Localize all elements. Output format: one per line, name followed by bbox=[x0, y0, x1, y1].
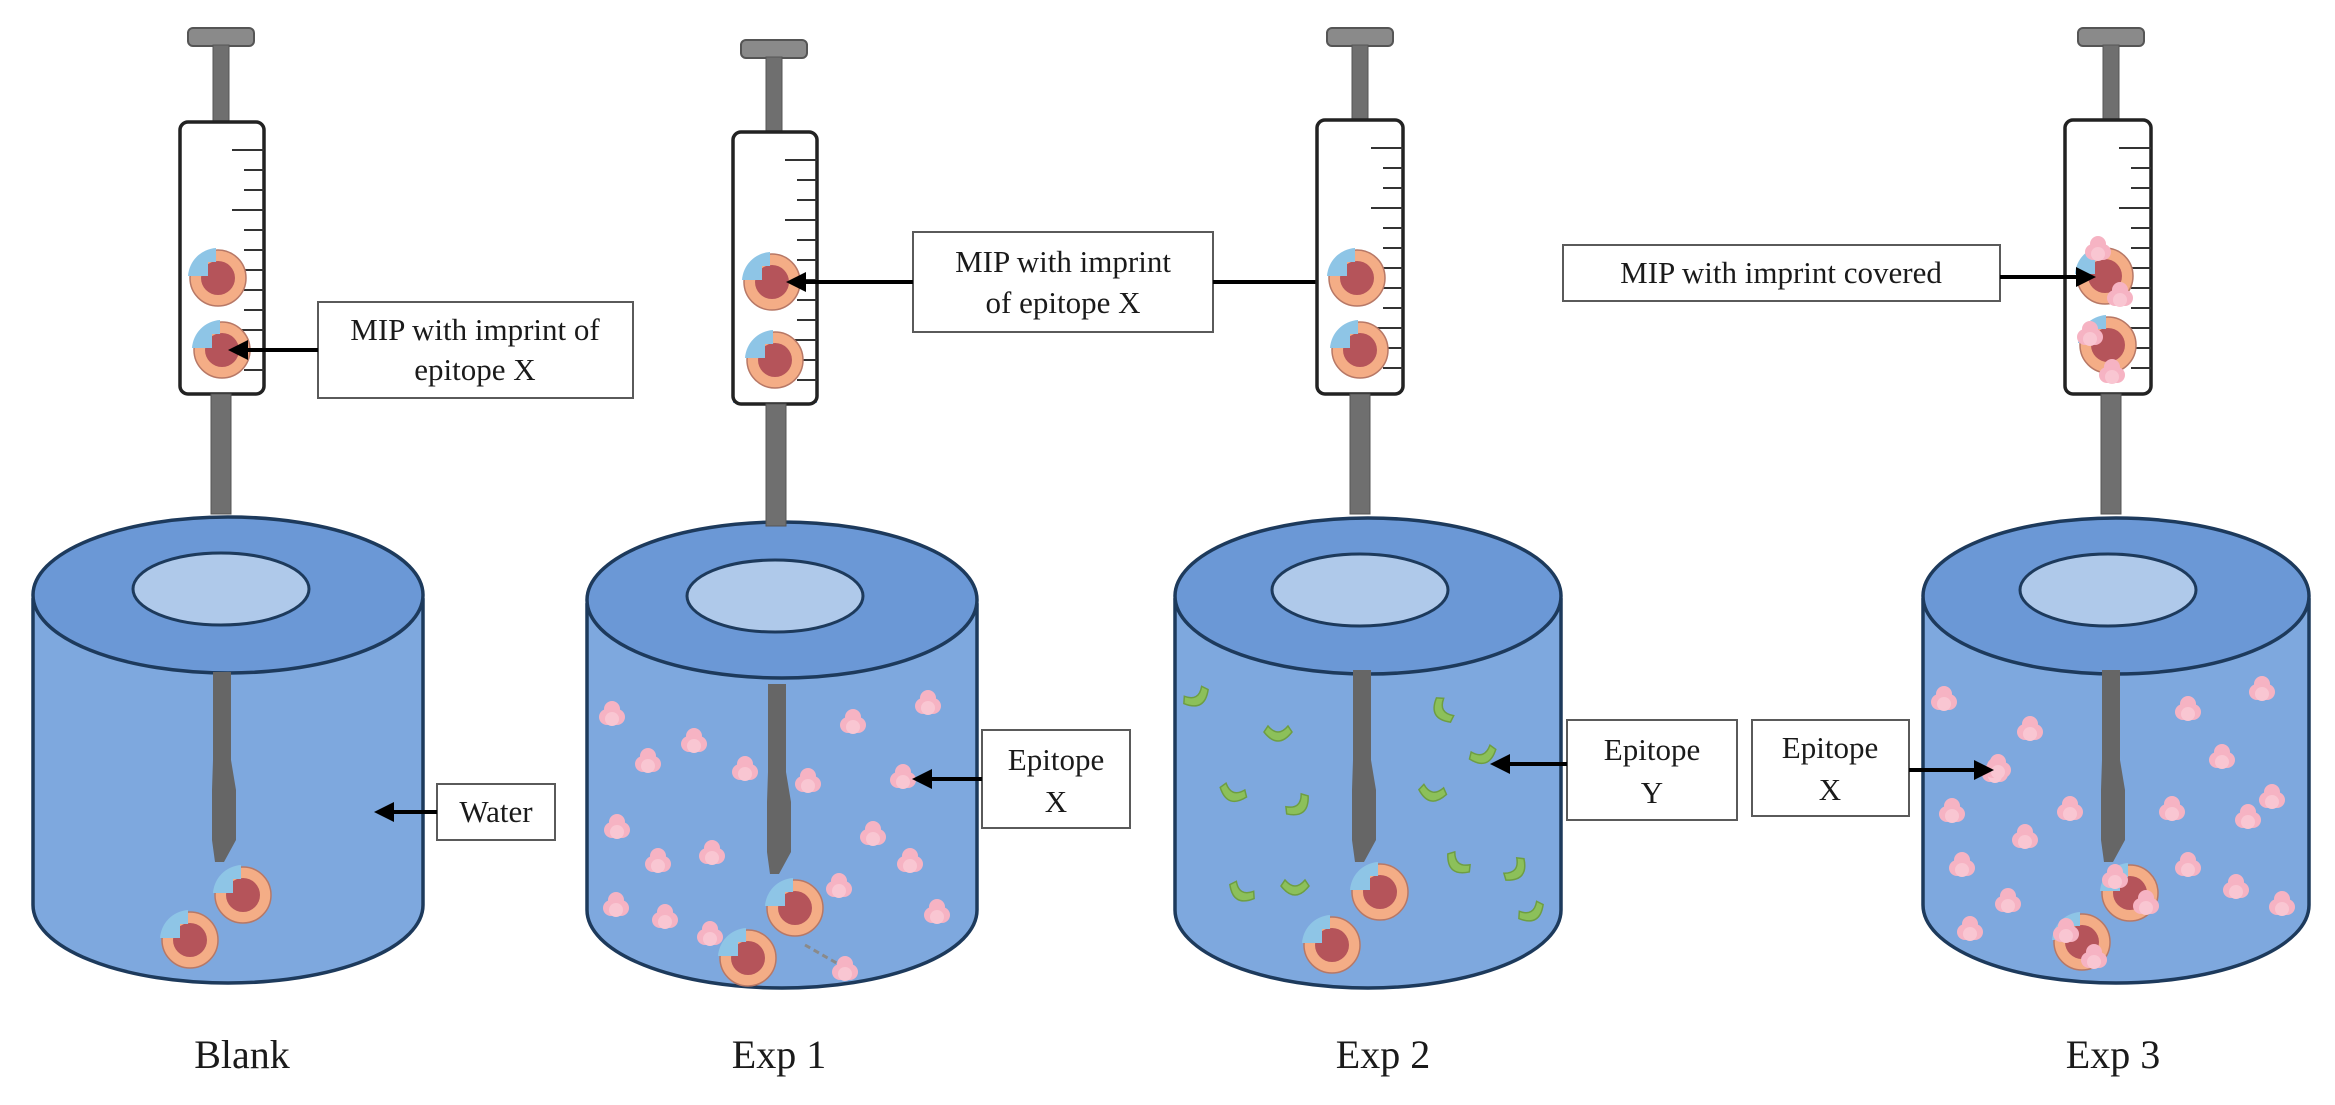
beaker-cylinder bbox=[1921, 516, 2311, 985]
panel-caption: Exp 2 bbox=[1336, 1032, 1430, 1077]
label-box: Epitope Y bbox=[1566, 719, 1738, 821]
label-line: MIP with imprint of bbox=[350, 312, 600, 347]
panel-blank: MIP with imprint of epitope X Water Blan… bbox=[31, 27, 634, 1077]
syringe bbox=[178, 27, 266, 515]
panel-exp3: MIP with imprint covered Epitope X Exp 3 bbox=[1562, 27, 2311, 1077]
label-line: Epitope bbox=[1008, 742, 1104, 777]
label-line: Y bbox=[1641, 775, 1663, 810]
panel-caption: Blank bbox=[194, 1032, 290, 1077]
label-line: MIP with imprint bbox=[955, 244, 1171, 279]
label-line: Epitope bbox=[1782, 730, 1878, 765]
label-line: epitope X bbox=[414, 352, 535, 387]
label-line: MIP with imprint covered bbox=[1620, 255, 1942, 290]
needle bbox=[1352, 670, 1376, 862]
label-line: of epitope X bbox=[986, 285, 1141, 320]
syringe bbox=[1315, 27, 1405, 515]
panel-caption: Exp 1 bbox=[732, 1032, 826, 1077]
label-line: X bbox=[1045, 784, 1067, 819]
needle bbox=[212, 672, 236, 862]
label-box: Epitope X bbox=[981, 729, 1131, 829]
needle bbox=[767, 684, 791, 874]
label-box: Epitope X bbox=[1751, 719, 1910, 817]
label-box: MIP with imprint of epitope X bbox=[912, 231, 1214, 333]
panel-exp1: MIP with imprint of epitope X Epitope X … bbox=[585, 39, 1352, 1077]
label-line: Epitope bbox=[1604, 732, 1700, 767]
syringe bbox=[731, 39, 819, 527]
label-line: Water bbox=[459, 794, 533, 829]
needle bbox=[2101, 670, 2125, 862]
syringe bbox=[2063, 27, 2153, 515]
label-line: X bbox=[1819, 772, 1841, 807]
panel-exp2: Epitope Y Exp 2 bbox=[1173, 27, 1738, 1077]
binding-trail bbox=[804, 943, 841, 967]
label-box: MIP with imprint of epitope X bbox=[317, 301, 634, 399]
label-box: Water bbox=[436, 783, 556, 841]
panel-caption: Exp 3 bbox=[2066, 1032, 2160, 1077]
label-box: MIP with imprint covered bbox=[1562, 244, 2001, 302]
